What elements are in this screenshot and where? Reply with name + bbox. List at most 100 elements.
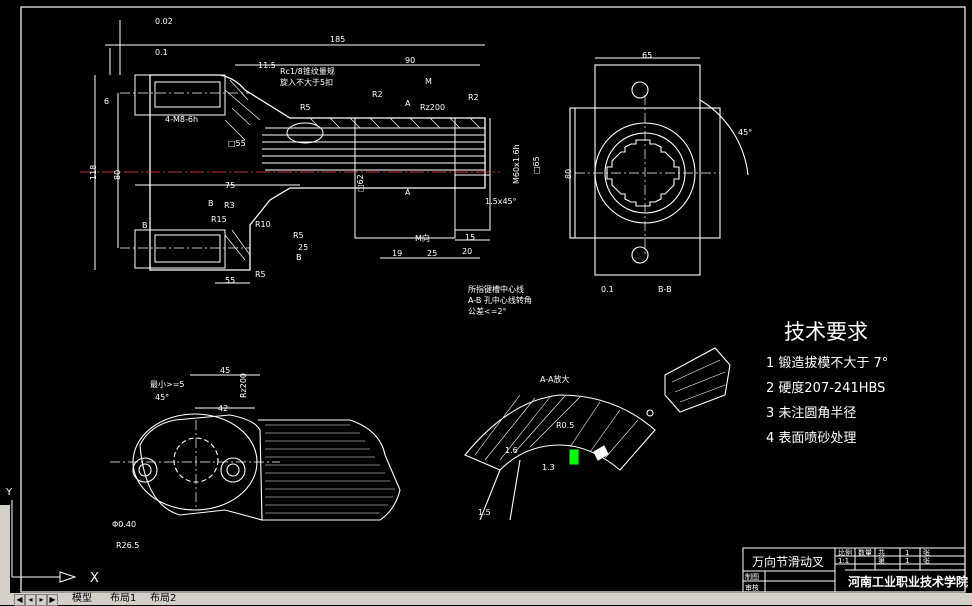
dim-42: 42 — [218, 404, 228, 413]
axis-x-label: X — [90, 571, 99, 586]
r5c: R5 — [255, 270, 266, 279]
ratio-value: 1:1 — [838, 557, 849, 565]
tech-item-4: 4 表面喷砂处理 — [766, 431, 857, 446]
aa-section — [464, 394, 656, 521]
tab-layout1[interactable]: 布局1 — [110, 593, 137, 604]
note-3: 公差<=2° — [468, 306, 507, 316]
note-1: 所指键槽中心线 — [468, 284, 524, 294]
dim-65-right: 65 — [642, 51, 652, 60]
title-block-frame — [742, 547, 966, 593]
left-tool-strip[interactable] — [0, 505, 10, 595]
r10: R10 — [255, 220, 271, 229]
qty-header: 数量 — [858, 548, 872, 557]
label-m-top: M — [425, 77, 432, 86]
r5-top: R5 — [300, 103, 311, 112]
dim-flatness: 0.02 — [155, 17, 173, 26]
m-dir: M向 — [415, 233, 430, 243]
axis-y-label: Y — [5, 487, 13, 498]
dim-15: 15 — [465, 233, 475, 242]
dim-185: 185 — [330, 35, 345, 44]
dim-45: 45 — [220, 366, 230, 375]
thread-note-1: Rc1/8锥纹量规 — [280, 66, 335, 76]
tab-first-icon[interactable]: ◀ — [14, 594, 25, 606]
dim-75: 75 — [225, 181, 235, 190]
phi40: Φ0.40 — [112, 520, 136, 529]
title-block-text: 万向节滑动叉 比例 数量 共 1 张 1:1 第 1 张 制图 审核 河南工业职… — [745, 548, 968, 592]
angle-45b: 45° — [155, 393, 169, 402]
sheets-value: 1 — [905, 549, 909, 557]
sheets-header: 共 — [878, 548, 885, 557]
checked-label: 审核 — [745, 583, 759, 592]
dim-25b: 25 — [427, 249, 437, 258]
tab-layout2[interactable]: 布局2 — [150, 593, 177, 604]
chamfer: 1.5x45° — [485, 197, 517, 206]
dim-90: 90 — [405, 56, 415, 65]
end-view — [569, 57, 749, 276]
r2-a: R2 — [372, 90, 383, 99]
label-b3: B — [296, 253, 302, 262]
dim-55-bot: 55 — [225, 276, 235, 285]
dim-80-right: 80 — [564, 169, 573, 179]
dim-19: 19 — [392, 249, 402, 258]
main-view-hatching — [224, 79, 481, 261]
dim-62: □62 — [356, 174, 365, 192]
rz200: Rz200 — [420, 103, 445, 112]
dim-20: 20 — [462, 247, 472, 256]
dim-1-5: 1.5 — [478, 508, 491, 517]
min5: 最小>=5 — [150, 380, 185, 389]
m60: M60x1.6h — [512, 144, 521, 184]
dim-11-5: 11.5 — [258, 61, 276, 70]
view-aa: A-A放大 — [540, 374, 569, 384]
ucs-icon — [11, 500, 77, 583]
hex-detail — [664, 347, 731, 413]
thread-m8: 4-M8-6h — [165, 115, 198, 124]
page-unit: 张 — [923, 556, 930, 565]
dim-118: 118 — [89, 165, 98, 180]
sheet-border — [20, 6, 966, 593]
page-header: 第 — [878, 556, 885, 565]
flange-view — [110, 374, 401, 521]
main-view — [80, 20, 500, 284]
tab-prev-icon[interactable]: ◂ — [25, 594, 36, 606]
dim-1-3: 1.3 — [542, 463, 555, 472]
r2-b: R2 — [468, 93, 479, 102]
label-a-bot: A — [405, 188, 411, 197]
dimension-labels: 0.02 0.1 185 11.5 90 Rc1/8锥纹量规 旋入不大于5扣 M… — [89, 17, 752, 550]
view-bb: B-B — [658, 285, 672, 294]
tech-item-3: 3 未注圆角半径 — [766, 406, 857, 421]
label-b1: B — [208, 199, 214, 208]
r3: R3 — [224, 201, 235, 210]
tab-model[interactable]: 模型 — [72, 593, 92, 604]
note-2: A-B 孔中心线转角 — [468, 295, 532, 305]
r15: R15 — [211, 215, 227, 224]
tech-item-1: 1 锻造拔模不大于 7° — [766, 356, 889, 371]
r26-5: R26.5 — [116, 541, 139, 550]
drawn-label: 制图 — [745, 572, 759, 581]
label-a-top: A — [405, 99, 411, 108]
flange-hatching — [265, 424, 395, 514]
tol-box-right: 0.1 — [601, 285, 614, 294]
part-name: 万向节滑动叉 — [752, 554, 824, 569]
dim-perp: 0.1 — [155, 48, 168, 57]
tech-item-2: 2 硬度207-241HBS — [766, 381, 886, 396]
dim-6: 6 — [104, 97, 109, 106]
rz200b: Rz200 — [239, 373, 248, 398]
ratio-header: 比例 — [838, 548, 852, 557]
tab-next-icon[interactable]: ▸ — [36, 594, 47, 606]
page-value: 1 — [905, 557, 909, 565]
sheets-unit: 张 — [923, 548, 930, 557]
angle-45: 45° — [738, 128, 752, 137]
r0-5: R0.5 — [556, 421, 574, 430]
sq65: □65 — [532, 156, 541, 174]
sq55: □55 — [228, 139, 246, 148]
dim-80: 80 — [113, 170, 122, 180]
tech-requirements-title: 技术要求 — [784, 320, 868, 344]
dim-1-6: 1.6 — [505, 446, 518, 455]
tab-last-icon[interactable]: ▶ — [47, 594, 58, 606]
dim-25: 25 — [298, 243, 308, 252]
school-name: 河南工业职业技术学院 — [847, 574, 968, 589]
r5b: R5 — [293, 231, 304, 240]
thread-note-2: 旋入不大于5扣 — [280, 77, 333, 87]
layout-tab-bar — [0, 593, 972, 605]
